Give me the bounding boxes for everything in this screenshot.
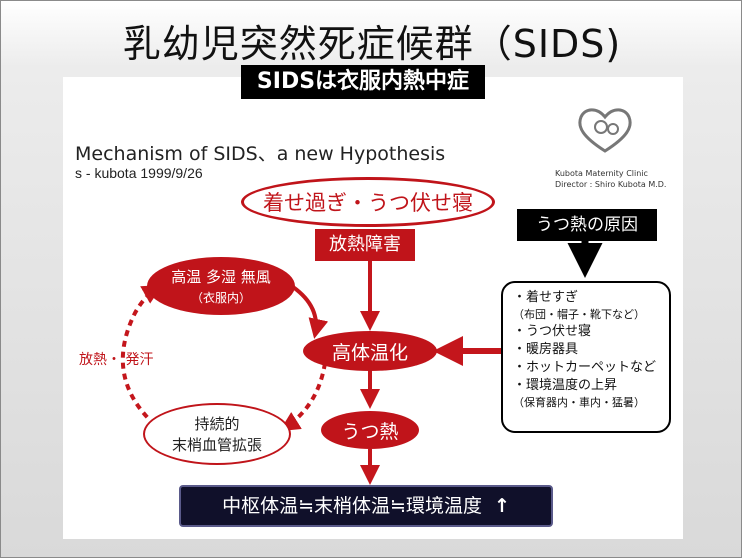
node-fever: うつ熱 xyxy=(321,411,419,449)
clinic-logo: Kubota Maternity Clinic Director : Shiro… xyxy=(555,105,666,195)
cause-item: （布団・帽子・靴下など） xyxy=(513,308,645,321)
node-high-temp: 高温 多湿 無風 （衣服内） xyxy=(147,257,295,315)
node-vasodilation-line1: 持続的 xyxy=(194,415,240,433)
node-heat-dissipation: 放熱障害 xyxy=(315,229,415,261)
conclusion-text: 中枢体温≒末梢体温≒環境温度 xyxy=(222,495,482,517)
heart-logo-icon xyxy=(578,108,632,153)
node-vasodilation-line2: 末梢血管拡張 xyxy=(171,436,262,454)
node-high-temp-label: 高温 多湿 無風 xyxy=(171,268,271,286)
cause-item: ・うつ伏せ寝 xyxy=(513,324,592,339)
node-conclusion: 中枢体温≒末梢体温≒環境温度 ↑ xyxy=(179,485,553,527)
diagram-area: Mechanism of SIDS、a new Hypothesis s - k… xyxy=(63,77,683,539)
arrow-hightemp-to-rising xyxy=(291,285,329,339)
subtitle-banner: SIDSは衣服内熱中症 xyxy=(241,65,485,99)
causes-box: ・着せすぎ （布団・帽子・靴下など） ・うつ伏せ寝 ・暖房器具 ・ホットカーペッ… xyxy=(501,281,671,433)
slide-title: 乳幼児突然死症候群（SIDS) xyxy=(122,22,622,66)
hypothesis-title: Mechanism of SIDS、a new Hypothesis xyxy=(75,143,446,165)
arrow-up-icon: ↑ xyxy=(494,495,510,517)
arrow-sustained-loop xyxy=(120,285,163,427)
arrow-rising-to-sustained xyxy=(279,362,327,432)
diagram-connectors xyxy=(120,237,603,485)
cause-item: ・暖房器具 xyxy=(513,342,579,357)
node-vasodilation: 持続的 末梢血管拡張 xyxy=(143,403,291,465)
cause-item: ・環境温度の上昇 xyxy=(513,378,618,393)
clinic-name: Kubota Maternity Clinic xyxy=(555,169,648,178)
cause-item: （保育器内・車内・猛暑） xyxy=(513,396,645,409)
clinic-director: Director : Shiro Kubota M.D. xyxy=(555,180,667,189)
causes-header: うつ熱の原因 xyxy=(517,209,657,241)
node-overdressing: 着せ過ぎ・うつ伏せ寝 xyxy=(241,177,495,227)
node-high-temp-sub: （衣服内） xyxy=(190,291,251,305)
cause-item: ・ホットカーペットなど xyxy=(513,360,657,375)
label-release-sweat: 放熱・ 発汗 xyxy=(79,352,154,368)
node-rising-temp: 高体温化 xyxy=(303,331,437,371)
cause-item: ・着せすぎ xyxy=(513,290,579,305)
hypothesis-author: s - kubota 1999/9/26 xyxy=(75,165,203,181)
